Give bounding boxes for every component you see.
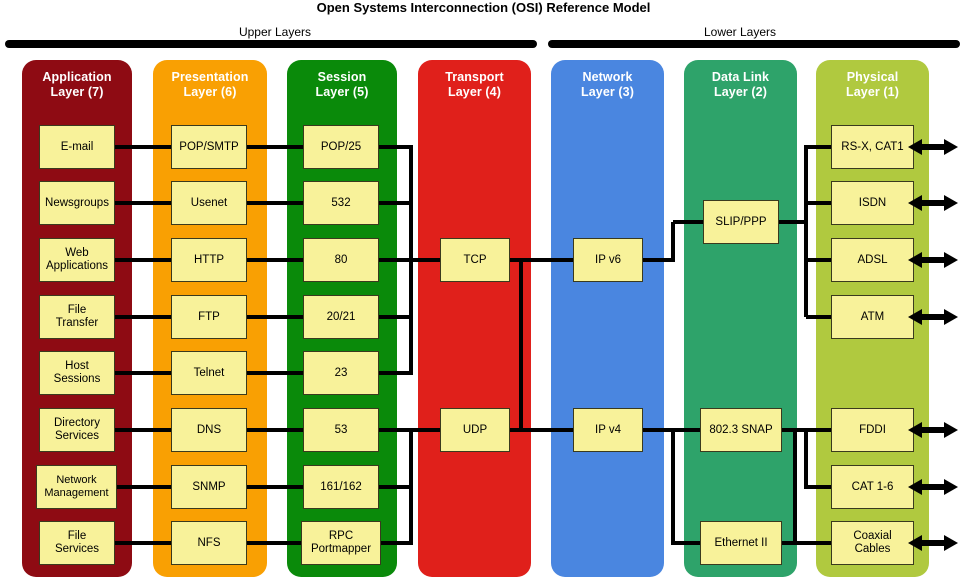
protocol-box-atm[interactable]: ATM: [831, 295, 914, 339]
protocol-box-udp[interactable]: UDP: [440, 408, 510, 452]
layer-title-line1: Physical: [846, 70, 899, 84]
protocol-box-rs-x-cat1[interactable]: RS-X, CAT1: [831, 125, 914, 169]
protocol-box-80[interactable]: 80: [303, 238, 379, 282]
protocol-box-161-162[interactable]: 161/162: [303, 465, 379, 509]
protocol-box-pop-smtp[interactable]: POP/SMTP: [171, 125, 247, 169]
layer-title-line2: Layer (4): [447, 85, 501, 99]
layer-title-line1: Application: [42, 70, 112, 84]
layer-title-presentation: Presentation Layer (6): [153, 70, 267, 100]
layer-title-line2: Layer (7): [50, 85, 104, 99]
layer-title-line1: Transport: [445, 70, 504, 84]
group-label-lower: Lower Layers: [703, 25, 777, 39]
protocol-box-usenet[interactable]: Usenet: [171, 181, 247, 225]
protocol-box-532[interactable]: 532: [303, 181, 379, 225]
arrow-adsl: [908, 252, 958, 268]
protocol-box-isdn[interactable]: ISDN: [831, 181, 914, 225]
protocol-box-53[interactable]: 53: [303, 408, 379, 452]
layer-title-datalink: Data Link Layer (2): [684, 70, 797, 100]
layer-title-line2: Layer (3): [580, 85, 634, 99]
protocol-box-pop-25[interactable]: POP/25: [303, 125, 379, 169]
lower-layers-bar: [548, 40, 960, 48]
layer-title-line1: Session: [317, 70, 367, 84]
protocol-box-telnet[interactable]: Telnet: [171, 351, 247, 395]
layer-title-session: Session Layer (5): [287, 70, 397, 100]
protocol-box-23[interactable]: 23: [303, 351, 379, 395]
arrow-atm: [908, 309, 958, 325]
protocol-box-nfs[interactable]: NFS: [171, 521, 247, 565]
protocol-box-tcp[interactable]: TCP: [440, 238, 510, 282]
arrow-fddi: [908, 422, 958, 438]
layer-title-line1: Data Link: [711, 70, 770, 84]
arrow-rs-x-cat1: [908, 139, 958, 155]
protocol-box-ftp[interactable]: FTP: [171, 295, 247, 339]
layer-title-line1: Presentation: [171, 70, 249, 84]
arrow-cat1-6: [908, 479, 958, 495]
layer-title-line2: Layer (2): [713, 85, 767, 99]
layer-title-line2: Layer (1): [845, 85, 899, 99]
protocol-box-dns[interactable]: DNS: [171, 408, 247, 452]
protocol-box-slip-ppp[interactable]: SLIP/PPP: [703, 200, 779, 244]
protocol-box-ip-v4[interactable]: IP v4: [573, 408, 643, 452]
layer-title-line2: Layer (5): [315, 85, 369, 99]
protocol-box-802-3-snap[interactable]: 802.3 SNAP: [700, 408, 782, 452]
arrow-isdn: [908, 195, 958, 211]
protocol-box-fddi[interactable]: FDDI: [831, 408, 914, 452]
protocol-box-20-21[interactable]: 20/21: [303, 295, 379, 339]
upper-layers-bar: [5, 40, 537, 48]
layer-column-network: Network Layer (3): [551, 60, 664, 577]
protocol-box-snmp[interactable]: SNMP: [171, 465, 247, 509]
group-label-upper: Upper Layers: [238, 25, 312, 39]
protocol-box-adsl[interactable]: ADSL: [831, 238, 914, 282]
protocol-box-email[interactable]: E-mail: [39, 125, 115, 169]
page-title: Open Systems Interconnection (OSI) Refer…: [316, 0, 651, 15]
layer-title-physical: Physical Layer (1): [816, 70, 929, 100]
layer-title-application: Application Layer (7): [22, 70, 132, 100]
layer-column-datalink: Data Link Layer (2): [684, 60, 797, 577]
layer-title-transport: Transport Layer (4): [418, 70, 531, 100]
protocol-box-http[interactable]: HTTP: [171, 238, 247, 282]
arrow-coaxial-cables: [908, 535, 958, 551]
layer-title-line1: Network: [582, 70, 633, 84]
layer-column-transport: Transport Layer (4): [418, 60, 531, 577]
layer-title-line2: Layer (6): [183, 85, 237, 99]
layer-title-network: Network Layer (3): [551, 70, 664, 100]
protocol-box-ethernet-ii[interactable]: Ethernet II: [700, 521, 782, 565]
protocol-box-ip-v6[interactable]: IP v6: [573, 238, 643, 282]
protocol-box-newsgroups[interactable]: Newsgroups: [39, 181, 115, 225]
